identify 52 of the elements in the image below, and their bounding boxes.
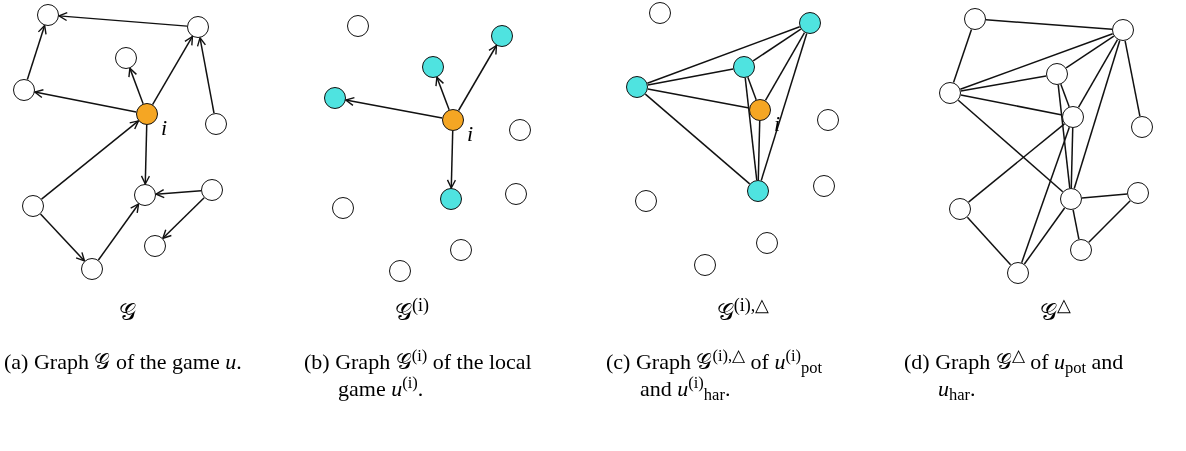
edge-line — [960, 75, 1047, 92]
edge-line — [646, 26, 801, 84]
edge-line — [752, 28, 802, 62]
edge-line — [1020, 126, 1071, 264]
edge-line — [757, 120, 761, 181]
edge-line — [760, 32, 808, 182]
edge-line — [647, 68, 734, 86]
vertex-label: i — [161, 117, 168, 139]
arrow — [162, 196, 205, 240]
subfigure-caption: (a) Graph 𝒢 of the game u. — [4, 348, 243, 375]
graph-symbol: 𝒢 — [118, 300, 136, 324]
arrow — [140, 124, 151, 185]
edge-line — [952, 28, 973, 84]
arrow — [26, 24, 47, 81]
subfigure-caption: (b) Graph 𝒢$^{(i)}$ of the local game u$^{(i)}$. — [304, 348, 533, 402]
arrow — [40, 120, 140, 200]
subfigure-caption: (d) Graph 𝒢$^{△}$ of u$_{pot}$ and u$_{har}$. — [904, 348, 1125, 402]
edge-line — [1124, 40, 1141, 117]
arrow — [155, 188, 202, 199]
arrow — [446, 130, 457, 189]
edge-line — [985, 19, 1113, 30]
arrow — [58, 11, 188, 27]
edge-line — [1073, 39, 1121, 190]
edge-line — [1072, 209, 1080, 240]
vertex-label: i — [467, 123, 474, 145]
edge-line — [747, 76, 757, 101]
edge-line — [1070, 127, 1074, 189]
edge-line — [959, 33, 1114, 90]
edge-line — [966, 216, 1012, 266]
arrow — [196, 37, 215, 114]
arrow — [128, 67, 144, 105]
edge-line — [1060, 83, 1070, 108]
edge-line — [1081, 193, 1128, 199]
edge-line — [744, 77, 758, 181]
edge-line — [644, 93, 751, 185]
edge-line — [967, 123, 1066, 203]
edge-line — [1065, 35, 1115, 69]
arrow — [39, 213, 86, 262]
arrow — [345, 96, 443, 119]
graph-symbol: 𝒢$^{(i),△}$ — [716, 300, 770, 324]
arrow — [435, 76, 450, 111]
edge-line — [647, 88, 750, 109]
edge-line — [1088, 200, 1131, 243]
graph-symbol: 𝒢$^{△}$ — [1039, 300, 1071, 324]
edge-line — [1057, 84, 1071, 189]
vertex-label: i — [774, 113, 781, 135]
edge-line — [960, 94, 1063, 116]
arrow — [97, 203, 140, 261]
graph-symbol: 𝒢$^{(i)}$ — [395, 300, 429, 324]
edge-line — [957, 99, 1064, 193]
edge-line — [1023, 207, 1066, 265]
arrow — [34, 89, 137, 113]
